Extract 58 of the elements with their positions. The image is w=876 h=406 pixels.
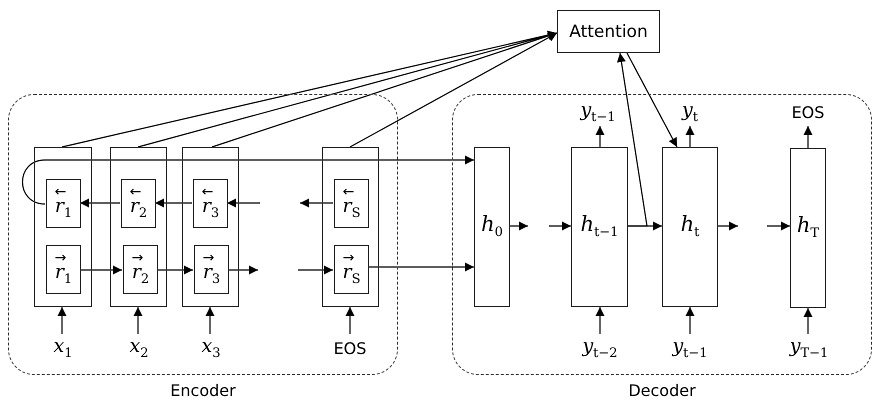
hidden-state-box: ← r$_{3}$	[193, 179, 228, 228]
arrow	[346, 307, 354, 334]
arrow	[80, 266, 122, 274]
arrow	[212, 32, 558, 148]
arrow	[157, 266, 193, 274]
decoder-state-box: h$_{t}$	[662, 147, 718, 307]
rnn-cell-box	[182, 147, 239, 307]
decoder-state-box: h$_{T}$	[790, 148, 826, 308]
hidden-state-box: → r$_{2}$	[123, 245, 158, 294]
arrow	[718, 222, 738, 230]
variable-label: y$_{t−1}$	[672, 336, 708, 360]
attention-box: Attention	[557, 10, 660, 53]
arrow	[80, 198, 120, 208]
token-label: EOS	[792, 102, 824, 122]
arrow	[298, 266, 333, 274]
arrow	[549, 222, 571, 230]
arrow	[58, 307, 66, 334]
arrow	[368, 262, 474, 272]
decoder-state-box: h$_{0}$	[474, 147, 510, 307]
hidden-state-box: ← r$_{1}$	[46, 179, 81, 228]
arrow	[767, 222, 790, 230]
variable-label: x$_{1}$	[54, 336, 72, 360]
arrow	[206, 307, 214, 334]
variable-label: y$_{t−2}$	[582, 336, 618, 360]
arrow	[804, 126, 812, 148]
arrow	[134, 307, 142, 334]
arrow	[596, 307, 604, 334]
rnn-cell-box	[322, 147, 379, 307]
hidden-state-box: ← r$_{2}$	[121, 179, 156, 228]
arrow	[227, 198, 260, 208]
variable-label: x$_{3}$	[202, 336, 220, 360]
hidden-state-box: ← r$_{S}$	[334, 179, 369, 228]
arrow	[155, 198, 192, 208]
variable-label: x$_{2}$	[130, 336, 148, 360]
hidden-state-box: → r$_{S}$	[334, 245, 369, 294]
rnn-cell-box	[110, 147, 167, 307]
arrow	[300, 198, 333, 208]
token-label: EOS	[334, 338, 366, 358]
decoder-state-box: h$_{t−1}$	[571, 147, 628, 307]
arrow	[350, 32, 558, 148]
arrow	[510, 222, 528, 230]
hidden-state-box: → r$_{3}$	[194, 245, 229, 294]
arrow	[686, 126, 694, 147]
variable-label: y$_{t}$	[682, 100, 698, 124]
variable-label: y$_{t−1}$	[580, 100, 616, 124]
arrow	[596, 126, 604, 147]
rnn-cell-box	[34, 147, 92, 307]
arrow	[804, 308, 812, 334]
arrow	[626, 52, 678, 148]
region-heading: Encoder	[170, 381, 236, 400]
hidden-state-box: → r$_{1}$	[46, 245, 81, 294]
arrow	[228, 266, 258, 274]
arrow	[616, 52, 648, 227]
arrow	[138, 31, 558, 148]
variable-label: y$_{T−1}$	[790, 336, 828, 360]
arrow	[686, 307, 694, 334]
region-heading: Decoder	[628, 381, 696, 400]
arrow	[22, 156, 474, 205]
